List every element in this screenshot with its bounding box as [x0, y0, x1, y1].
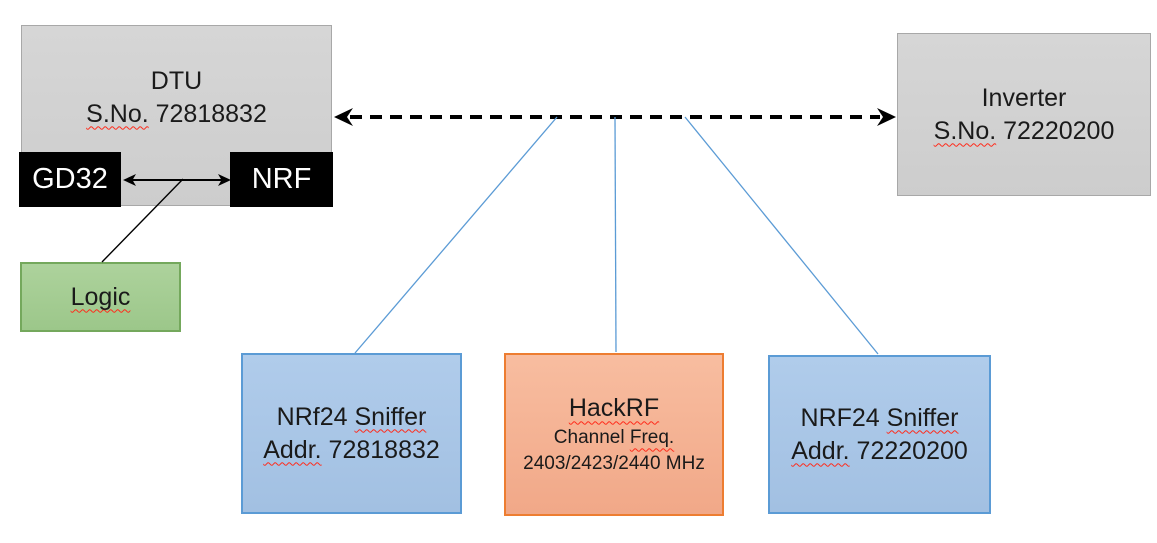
sniffer-left-addr-value: 72818832	[328, 435, 440, 464]
inverter-node: Inverter S.No. 72220200	[897, 33, 1151, 196]
hackrf-title: HackRF	[568, 394, 660, 423]
sniffer-right-address: Addr. 72220200	[791, 435, 968, 468]
inverter-serial-value: 72220200	[1003, 116, 1115, 145]
sniffer-right-tap-line	[684, 116, 879, 355]
dtu-title: DTU	[150, 66, 203, 95]
dtu-serial-label: S.No.	[86, 99, 149, 128]
logic-label: Logic	[70, 282, 131, 311]
sniffer-right-node: NRF24 Sniffer Addr. 72220200	[768, 355, 991, 514]
hackrf-node: HackRF Channel Freq. 2403/2423/2440 MHz	[504, 353, 724, 516]
nrf-label: NRF	[251, 163, 312, 195]
sniffer-left-tap-line	[354, 116, 558, 354]
sniffer-left-brand: NRf24	[276, 402, 348, 431]
hackrf-freq-word: Freq.	[629, 427, 675, 449]
sniffer-left-node: NRf24 Sniffer Addr. 72818832	[241, 353, 462, 514]
nrf-chip: NRF	[230, 152, 333, 207]
gd32-label: GD32	[32, 163, 108, 195]
sniffer-left-addr-label: Addr.	[263, 435, 322, 464]
sniffer-left-title: NRf24 Sniffer	[277, 401, 427, 434]
sniffer-right-title: NRF24 Sniffer	[801, 402, 959, 435]
dashed-arrowhead-left-icon	[334, 108, 353, 126]
inverter-title: Inverter	[981, 83, 1067, 112]
sniffer-right-addr-label: Addr.	[791, 436, 850, 465]
sniffer-left-address: Addr. 72818832	[263, 434, 440, 467]
gd32-chip: GD32	[19, 152, 121, 207]
sniffer-left-type: Sniffer	[354, 402, 427, 431]
inverter-serial-label: S.No.	[933, 116, 997, 145]
hackrf-tap-line	[614, 116, 617, 353]
hackrf-frequencies: 2403/2423/2440 MHz	[523, 453, 705, 474]
sniffer-right-type: Sniffer	[886, 403, 959, 432]
dashed-arrowhead-right-icon	[877, 108, 896, 126]
sniffer-right-addr-value: 72220200	[856, 436, 968, 465]
inverter-serial: S.No. 72220200	[934, 115, 1115, 148]
dtu-serial-value: 72818832	[155, 99, 267, 128]
logic-node: Logic	[20, 262, 181, 332]
hackrf-channel-line: Channel Freq.	[554, 425, 674, 451]
dtu-serial: S.No. 72818832	[86, 98, 267, 131]
sniffer-right-brand: NRF24	[800, 403, 880, 432]
hackrf-channel-word: Channel	[553, 427, 625, 449]
